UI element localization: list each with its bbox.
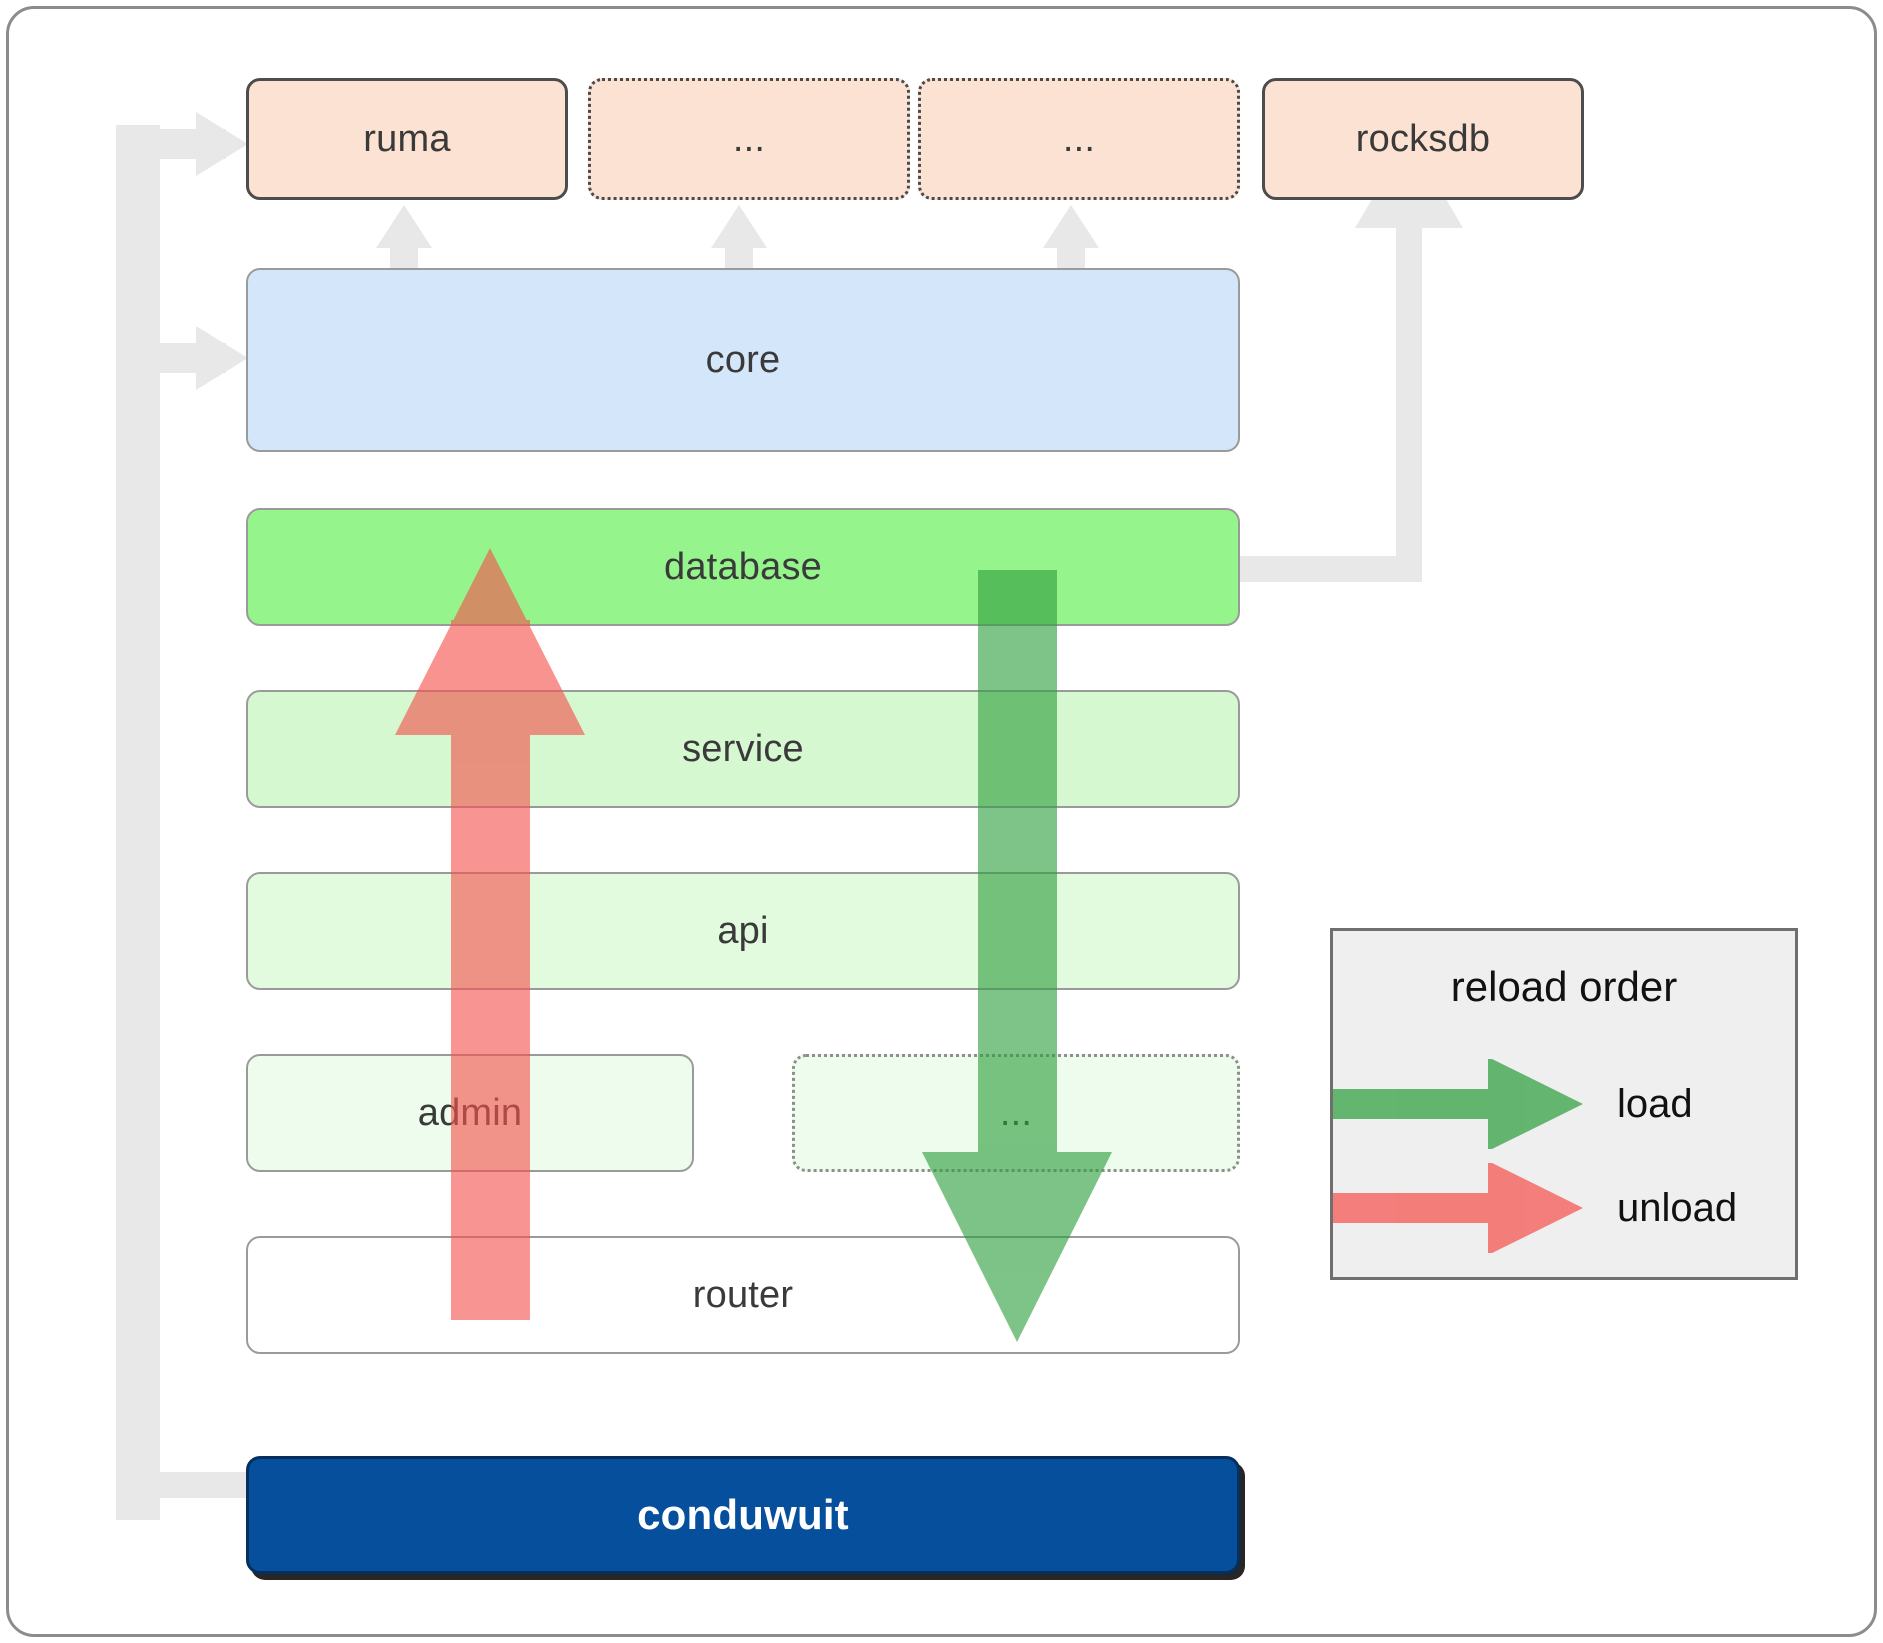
crate-box-rocksdb[interactable]: rocksdb [1262, 78, 1584, 200]
crate-label-admin-ext: ... [999, 1091, 1033, 1134]
legend-item-unload: unload [1333, 1163, 1795, 1253]
binary-label-conduwuit: conduwuit [637, 1491, 849, 1538]
legend-label-load: load [1617, 1081, 1693, 1126]
legend-load-arrow-icon [1333, 1059, 1583, 1149]
crate-box-core[interactable]: core [246, 268, 1240, 452]
legend-unload-arrow-icon [1333, 1163, 1583, 1253]
crate-label-ext-2: ... [1062, 117, 1096, 160]
legend-label-unload: unload [1617, 1185, 1738, 1230]
crate-box-admin[interactable]: admin [246, 1054, 694, 1172]
crate-box-ruma[interactable]: ruma [246, 78, 568, 200]
crate-box-ext-2[interactable]: ... [918, 78, 1240, 200]
crate-label-api: api [717, 909, 769, 952]
crate-label-service: service [682, 727, 804, 770]
crate-box-service[interactable]: service [246, 690, 1240, 808]
diagram-outer-frame [6, 6, 1877, 1637]
binary-box-conduwuit[interactable]: conduwuit [246, 1456, 1240, 1574]
crate-label-rocksdb: rocksdb [1355, 117, 1491, 160]
crate-label-router: router [692, 1273, 794, 1316]
crate-box-ext-1[interactable]: ... [588, 78, 910, 200]
crate-label-database: database [664, 545, 822, 588]
legend-panel: reload order load unload [1330, 928, 1798, 1280]
crate-box-database[interactable]: database [246, 508, 1240, 626]
crate-box-api[interactable]: api [246, 872, 1240, 990]
crate-label-admin: admin [417, 1091, 523, 1134]
legend-title: reload order [1450, 963, 1678, 1010]
crate-label-ruma: ruma [363, 117, 451, 160]
legend-item-load: load [1333, 1059, 1795, 1149]
crate-label-core: core [705, 338, 781, 381]
crate-box-router[interactable]: router [246, 1236, 1240, 1354]
crate-label-ext-1: ... [732, 117, 766, 160]
crate-box-admin-ext[interactable]: ... [792, 1054, 1240, 1172]
